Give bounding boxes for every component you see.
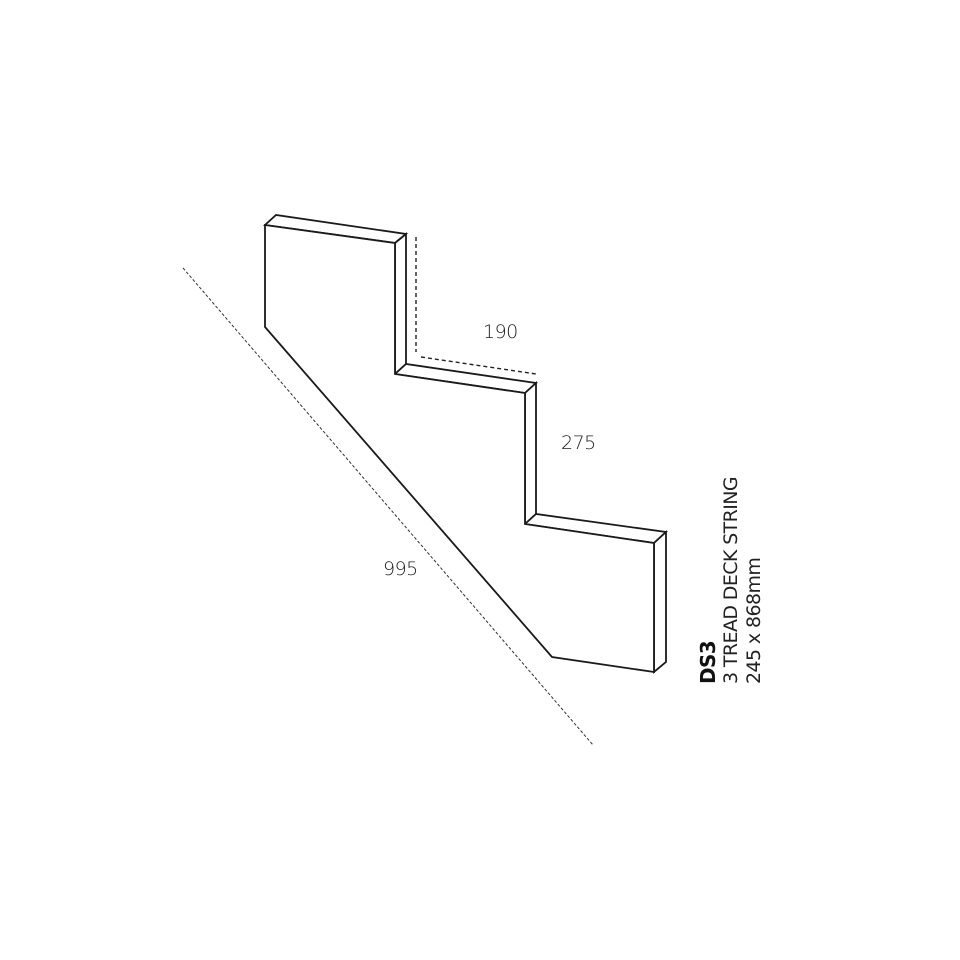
going-dimension-line	[420, 356, 537, 375]
going-dimension-label: 190	[483, 321, 518, 343]
length-dimension-label: 995	[383, 558, 418, 580]
product-code: DS3	[696, 640, 720, 684]
stringer-front-face	[264, 223, 655, 674]
middle-riser-side-face	[524, 380, 537, 527]
product-caption: DS3 3 TREAD DECK STRING 245 x 868mm	[696, 476, 766, 684]
upper-riser-side-face	[394, 232, 407, 377]
rise-dimension-label: 275	[561, 432, 596, 454]
product-name: 3 TREAD DECK STRING	[720, 476, 742, 684]
product-size: 245 x 868mm	[743, 557, 765, 684]
bottom-end-side-face	[653, 529, 667, 674]
